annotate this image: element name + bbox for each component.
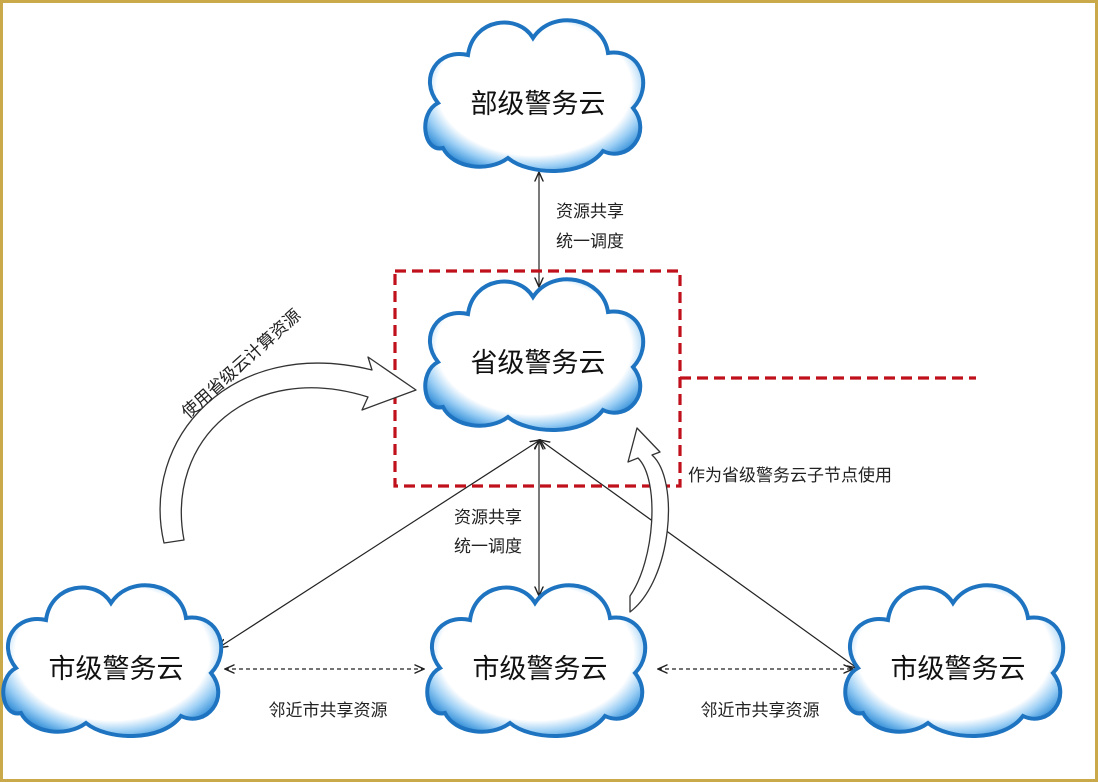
cloud-ministry: 部级警务云 bbox=[423, 18, 646, 174]
edge-province-city-right bbox=[540, 440, 857, 668]
cloud-province-label: 省级警务云 bbox=[471, 348, 606, 379]
edge-province-city-label-1: 资源共享 bbox=[454, 508, 522, 528]
edge-neighbor-left-label: 邻近市共享资源 bbox=[269, 701, 388, 721]
cloud-city-center-label: 市级警务云 bbox=[473, 654, 608, 685]
cloud-ministry-label: 部级警务云 bbox=[471, 89, 606, 120]
cloud-city-left: 市级警务云 bbox=[1, 583, 224, 739]
use-compute-curved-arrow bbox=[159, 356, 417, 544]
cloud-city-center: 市级警务云 bbox=[425, 583, 648, 739]
cloud-city-right-label: 市级警务云 bbox=[891, 654, 1026, 685]
edge-ministry-province-label-2: 统一调度 bbox=[556, 232, 624, 252]
edge-province-city-left bbox=[218, 440, 540, 648]
cloud-city-right: 市级警务云 bbox=[843, 583, 1066, 739]
edge-neighbor-right-label: 邻近市共享资源 bbox=[701, 701, 820, 721]
sub-node-annotation: 作为省级警务云子节点使用 bbox=[688, 465, 892, 486]
cloud-city-left-label: 市级警务云 bbox=[49, 654, 184, 685]
cloud-province: 省级警务云 bbox=[423, 277, 646, 433]
edge-ministry-province-label-1: 资源共享 bbox=[556, 202, 624, 222]
sub-node-curved-arrow bbox=[627, 427, 669, 613]
edge-province-city-label-2: 统一调度 bbox=[454, 537, 522, 557]
